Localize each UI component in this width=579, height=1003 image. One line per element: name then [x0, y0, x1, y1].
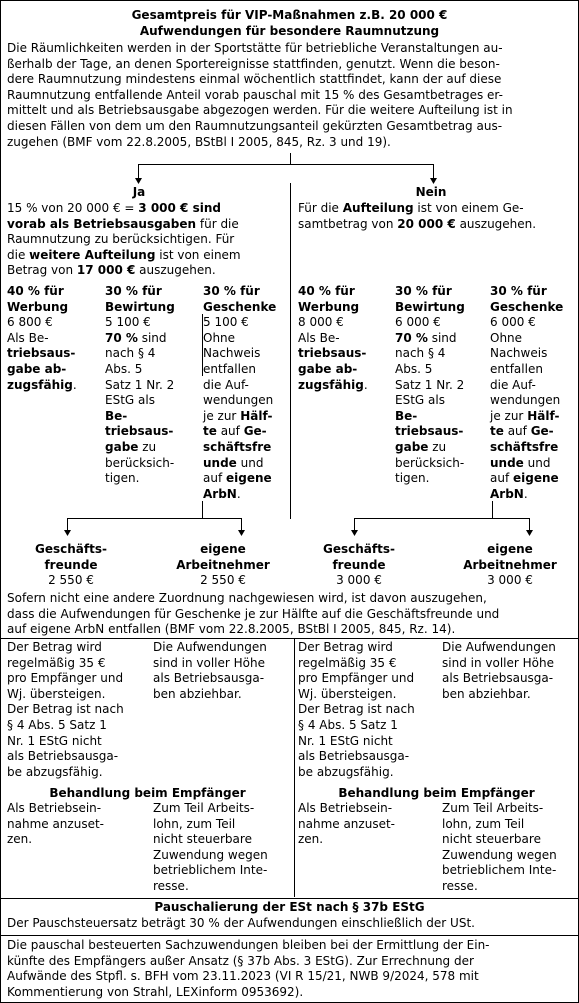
ja-freunde: Geschäfts-freunde 2 550 €: [35, 542, 107, 588]
nein-intro: Für die Aufteilung ist von einem Ge- sam…: [298, 201, 537, 231]
footer-paragraph: Die pauschal besteuerten Sachzuwendungen…: [7, 938, 490, 999]
ja-intro: 15 % von 20 000 € = 3 000 € sind vorab a…: [7, 201, 241, 278]
footer-line-1: Der Pauschsteuersatz beträgt 30 % der Au…: [7, 916, 475, 930]
nein-freunde: Geschäfts-freunde 3 000 €: [323, 542, 395, 588]
title-line-2: Aufwendungen für besondere Raumnutzung: [139, 24, 440, 38]
footer-title: Pauschalierung der ESt nach § 37b EStG: [154, 900, 425, 914]
nein-empfaenger-title: Behandlung beim Empfänger: [338, 786, 535, 800]
ja-label: Ja: [132, 185, 146, 199]
zuordnung-paragraph: Sofern nicht eine andere Zuordnung nachg…: [7, 591, 500, 637]
nein-label: Nein: [415, 185, 447, 199]
ja-empfaenger-title: Behandlung beim Empfänger: [49, 786, 246, 800]
ja-empf-left: Als Betriebsein-nahme anzuset-zen.: [7, 801, 104, 847]
nein-empf-left: Als Betriebsein-nahme anzuset-zen.: [298, 801, 395, 847]
title-line-1: Gesamtpreis für VIP-Maßnahmen z.B. 20 00…: [131, 8, 448, 22]
intro-paragraph: Die Räumlichkeiten werden in der Sportst…: [7, 41, 513, 149]
